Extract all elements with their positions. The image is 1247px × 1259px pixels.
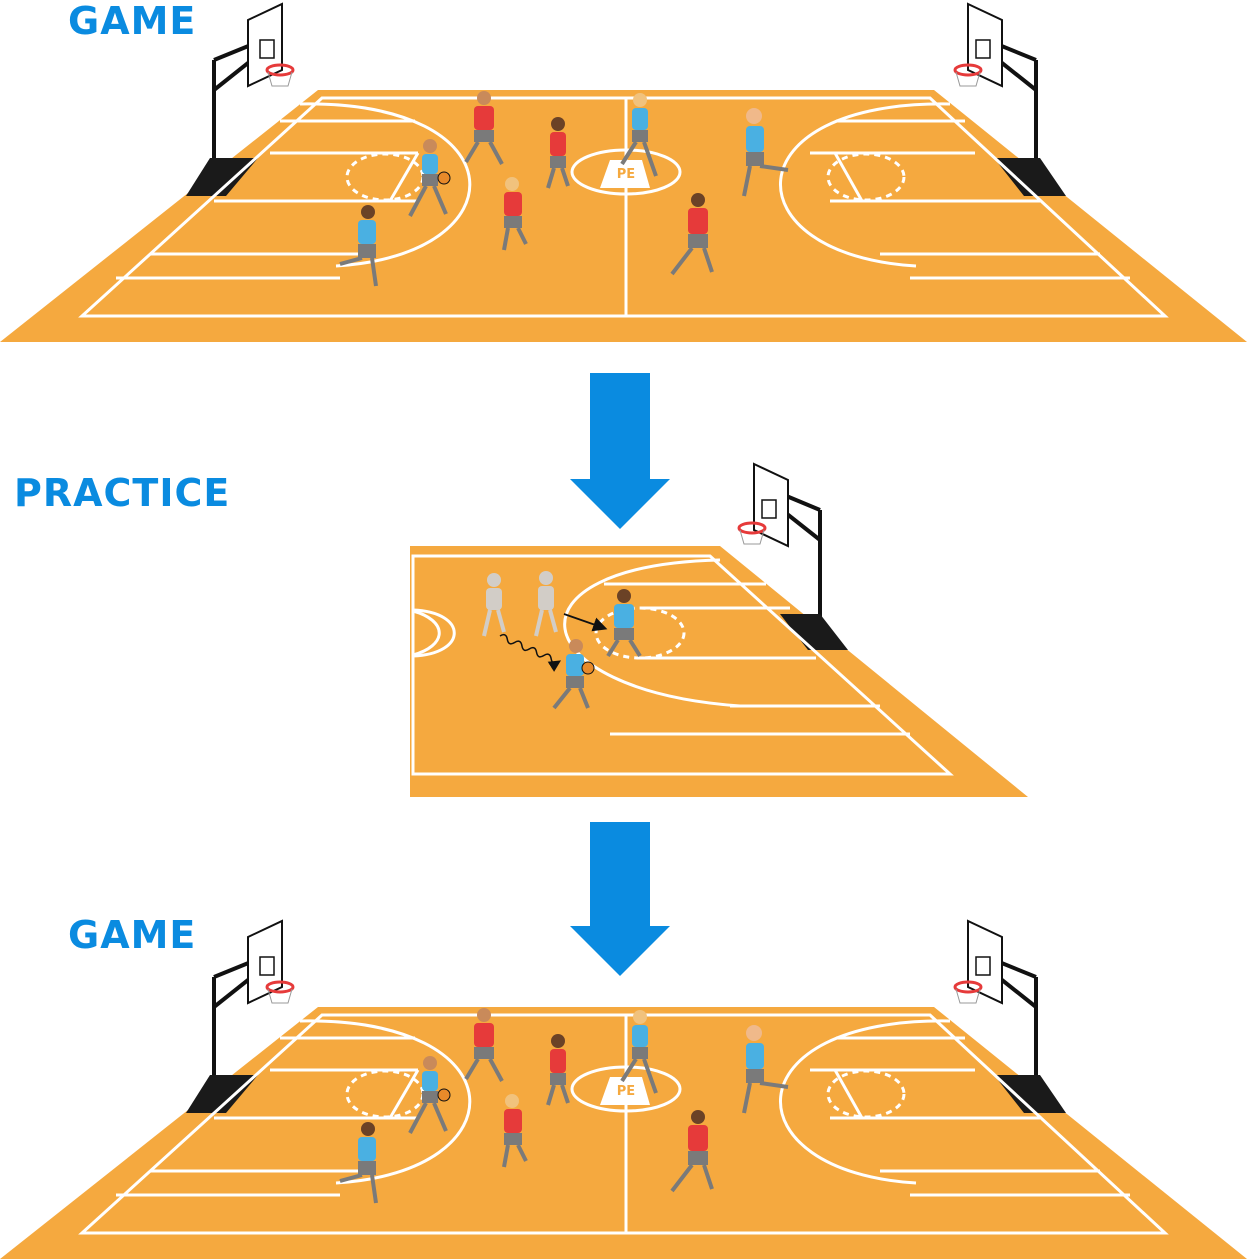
practice-court [410, 462, 1028, 797]
game-label-top: GAME [68, 0, 197, 43]
ghost-player-2 [534, 571, 558, 637]
ghost-player-1 [482, 573, 506, 637]
arrow-game-to-practice [570, 373, 670, 529]
player-blue-receiver [606, 589, 642, 658]
practice-label: PRACTICE [14, 471, 231, 515]
player-blue-dribbler [552, 639, 595, 710]
arrow-practice-to-game [570, 822, 670, 976]
game-label-bottom: GAME [68, 913, 197, 957]
game-court-top [0, 2, 1247, 344]
